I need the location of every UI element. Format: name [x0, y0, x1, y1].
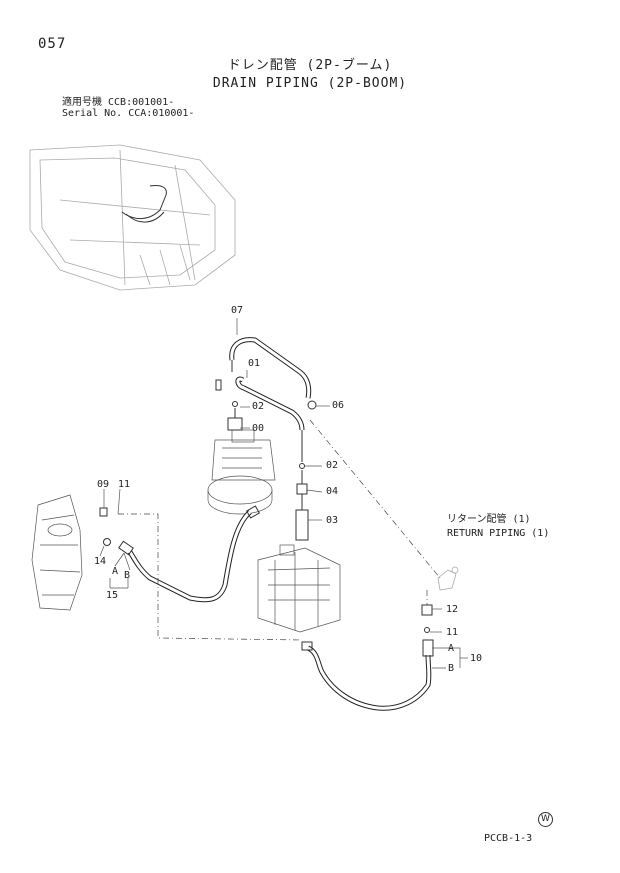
serial-line-english: Serial No. CCA:010001- [62, 108, 195, 119]
return-piping-note-english: RETURN PIPING (1) [447, 528, 550, 539]
return-piping-note-japanese: リターン配管 (1) [447, 514, 531, 525]
callout-11-lower: 11 [446, 627, 459, 638]
travel-motor-sketch [31, 494, 83, 611]
callout-11-upper: 11 [118, 479, 131, 490]
callout-b-left: B [124, 570, 131, 581]
callout-02-upper: 02 [252, 401, 265, 412]
control-valve-sketch [257, 544, 341, 633]
w-marker-icon: W [538, 812, 553, 827]
serial-line-japanese: 適用号機 CCB:001001- [62, 97, 175, 108]
callout-02-lower: 02 [326, 460, 339, 471]
callout-14: 14 [94, 556, 107, 567]
callout-04: 04 [326, 486, 339, 497]
callout-03: 03 [326, 515, 339, 526]
callout-a-right: A [448, 643, 455, 654]
callout-b-right: B [448, 663, 455, 674]
page-title-japanese: ドレン配管 (2P-ブーム) [227, 58, 393, 73]
w-marker-label: W [541, 814, 550, 824]
callout-15: 15 [106, 590, 119, 601]
callout-09: 09 [97, 479, 110, 490]
callout-01: 01 [248, 358, 261, 369]
page-title-english: DRAIN PIPING (2P-BOOM) [212, 76, 408, 91]
callout-06: 06 [332, 400, 345, 411]
callout-a-left: A [112, 566, 119, 577]
swing-motor-sketch [207, 429, 276, 515]
page-number: 057 [38, 36, 67, 52]
callout-12: 12 [446, 604, 459, 615]
machine-overview-sketch [29, 144, 236, 291]
callout-10: 10 [470, 653, 483, 664]
callout-00: 00 [252, 423, 265, 434]
document-reference: PCCB-1-3 [484, 833, 533, 844]
callout-07: 07 [231, 305, 244, 316]
